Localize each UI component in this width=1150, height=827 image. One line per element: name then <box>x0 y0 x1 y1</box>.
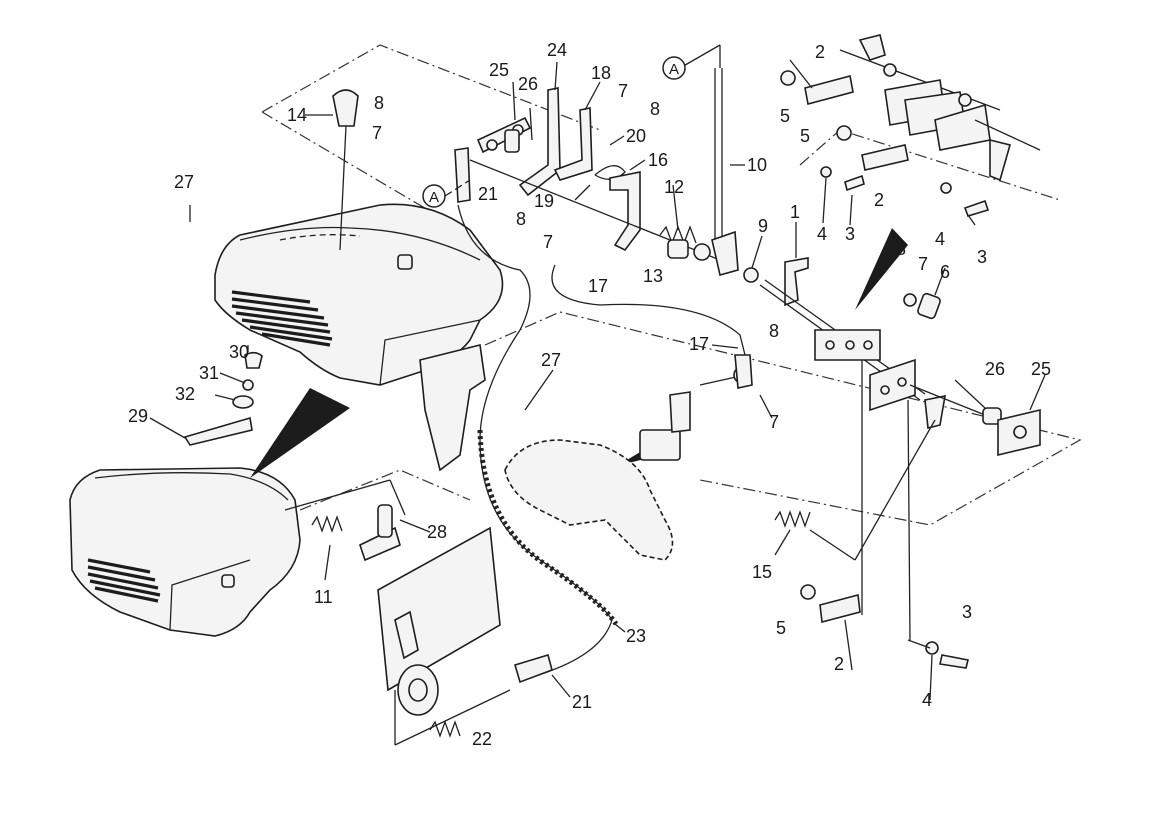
cable-17 <box>551 264 753 389</box>
callout-13: 13 <box>643 266 663 286</box>
upper-linkage <box>469 44 1041 457</box>
callout-7: 7 <box>769 412 779 432</box>
callout-7: 7 <box>918 254 928 274</box>
spring-11 <box>311 515 343 533</box>
callout-17: 17 <box>588 276 608 296</box>
upper-console-housing <box>214 203 504 386</box>
callout-26: 26 <box>518 74 538 94</box>
callout-25: 25 <box>1031 359 1051 379</box>
callout-15: 15 <box>752 562 772 582</box>
callout-3: 3 <box>962 602 972 622</box>
callout-6: 6 <box>940 262 950 282</box>
callout-7: 7 <box>543 232 553 252</box>
shift-knob <box>332 89 359 251</box>
lower-console-housing <box>69 467 301 637</box>
cable-end-21-upper <box>454 147 471 203</box>
reference-mark-a-lower: A <box>422 184 446 208</box>
spring-15 <box>774 510 811 528</box>
callout-1: 1 <box>790 202 800 222</box>
callout-25: 25 <box>489 60 509 80</box>
right-lower-parts <box>774 360 969 669</box>
reference-mark-label: A <box>429 189 439 206</box>
callout-32: 32 <box>175 384 195 404</box>
callout-10: 10 <box>747 155 767 175</box>
callout-8: 8 <box>896 239 906 259</box>
callout-7: 7 <box>618 81 628 101</box>
callout-27: 27 <box>174 172 194 192</box>
callout-27: 27 <box>541 350 561 370</box>
callout-21: 21 <box>572 692 592 712</box>
leader-lines <box>149 59 1046 701</box>
callout-5: 5 <box>776 618 786 638</box>
callout-8: 8 <box>769 321 779 341</box>
callout-29: 29 <box>128 406 148 426</box>
callout-31: 31 <box>199 363 219 383</box>
callout-21: 21 <box>478 184 498 204</box>
callout-5: 5 <box>780 106 790 126</box>
lower-vent-hatching <box>87 558 161 603</box>
direction-wedge-right <box>855 228 908 310</box>
callout-30: 30 <box>229 342 249 362</box>
shift-bracket-assembly <box>780 34 1041 217</box>
callout-14: 14 <box>287 105 307 125</box>
callout-7: 7 <box>372 123 382 143</box>
reference-mark-label: A <box>669 61 679 78</box>
callout-5: 5 <box>800 126 810 146</box>
spring-22 <box>429 720 461 738</box>
callout-18: 18 <box>591 63 611 83</box>
callout-9: 9 <box>758 216 768 236</box>
callout-20: 20 <box>626 126 646 146</box>
transmission-body <box>419 344 751 561</box>
lower-bracket-plate <box>377 526 511 746</box>
callout-26: 26 <box>985 359 1005 379</box>
callout-3: 3 <box>977 247 987 267</box>
direction-wedge-left <box>250 388 350 478</box>
callout-2: 2 <box>874 190 884 210</box>
shift-cable-23 <box>457 204 619 681</box>
callout-8: 8 <box>374 93 384 113</box>
callout-8: 8 <box>650 99 660 119</box>
callout-28: 28 <box>427 522 447 542</box>
callout-16: 16 <box>648 150 668 170</box>
callout-4: 4 <box>922 690 932 710</box>
callout-23: 23 <box>626 626 646 646</box>
lower-left-parts <box>183 351 406 562</box>
callout-12: 12 <box>664 177 684 197</box>
callout-2: 2 <box>815 42 825 62</box>
callout-22: 22 <box>472 729 492 749</box>
callout-4: 4 <box>817 224 827 244</box>
callout-17: 17 <box>689 334 709 354</box>
callout-3: 3 <box>845 224 855 244</box>
callout-8: 8 <box>516 209 526 229</box>
reference-mark-a-upper: A <box>662 56 686 80</box>
callout-11: 11 <box>314 587 333 607</box>
callout-4: 4 <box>935 229 945 249</box>
cable-end-21-lower <box>514 653 553 684</box>
callout-2: 2 <box>834 654 844 674</box>
callout-19: 19 <box>534 191 554 211</box>
callout-24: 24 <box>547 40 567 60</box>
vent-hatching <box>231 290 333 347</box>
callout-labels: 14 27 8 7 25 26 24 18 7 8 20 16 10 21 19… <box>128 40 1051 749</box>
